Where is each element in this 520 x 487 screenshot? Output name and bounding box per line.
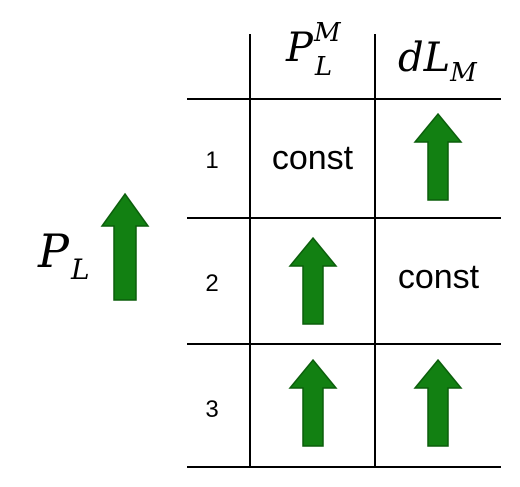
table-divider-horizontal [187,343,501,345]
left-label-p-l: PL [38,228,90,284]
up-arrow-icon [288,236,338,326]
column-header-base: P [286,25,313,71]
column-header-sub: M [450,58,477,88]
up-arrow-icon [288,358,338,448]
column-header-sup: M [314,18,341,48]
table-divider-vertical [374,34,376,468]
up-arrow-icon [413,358,463,448]
up-arrow-icon [100,192,150,302]
cell-const: const [271,139,354,177]
up-arrow-icon [413,112,463,202]
table-divider-horizontal [187,466,501,468]
table-divider-horizontal [187,217,501,219]
cell-const: const [397,258,480,296]
row-number: 3 [205,396,219,423]
table-divider-vertical [249,34,251,468]
column-header-base: dL [398,35,451,81]
left-label-base: P [38,224,69,278]
column-header-sub: L [314,52,333,82]
left-label-sub: L [70,253,90,286]
row-number: 2 [205,270,219,297]
row-number: 1 [205,147,219,174]
table-divider-horizontal [187,98,501,100]
column-header-dl-m: dLM [398,35,477,86]
